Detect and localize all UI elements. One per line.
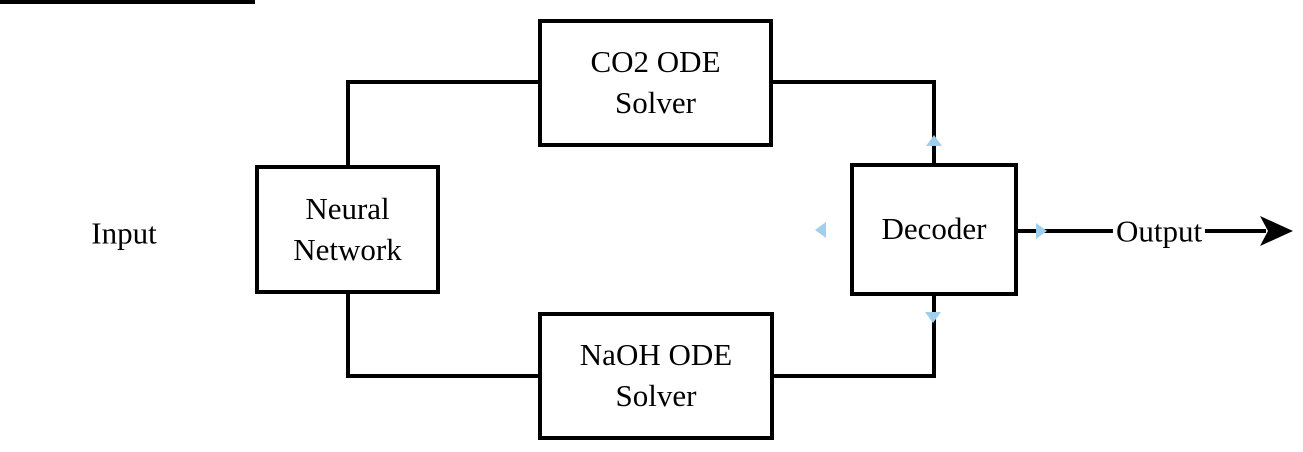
direction-right-icon[interactable] xyxy=(1036,223,1047,239)
node-decoder-label: Decoder xyxy=(881,211,987,247)
direction-left-icon[interactable] xyxy=(815,222,826,238)
node-naoh-ode-solver[interactable]: NaOH ODE Solver xyxy=(538,312,774,440)
node-neural-network-label: Neural Network xyxy=(293,190,402,267)
direction-down-icon[interactable] xyxy=(925,312,941,323)
node-decoder[interactable]: Decoder xyxy=(850,163,1018,296)
connector-naoh-decoder-horizontal[interactable] xyxy=(772,374,936,378)
edge-input[interactable] xyxy=(0,0,255,4)
output-arrowhead-icon xyxy=(1260,216,1293,246)
connector-co2-decoder-horizontal[interactable] xyxy=(771,80,936,84)
node-co2-ode-solver-label: CO2 ODE Solver xyxy=(590,44,721,120)
node-neural-network[interactable]: Neural Network xyxy=(255,165,440,294)
node-naoh-ode-solver-label: NaOH ODE Solver xyxy=(579,337,733,413)
connector-co2-decoder-vertical[interactable] xyxy=(932,80,936,165)
connector-nn-co2-vertical[interactable] xyxy=(346,80,350,167)
node-co2-ode-solver[interactable]: CO2 ODE Solver xyxy=(538,19,773,147)
connector-nn-co2-horizontal[interactable] xyxy=(346,80,538,84)
connector-naoh-decoder-vertical[interactable] xyxy=(932,294,936,378)
connector-nn-naoh-vertical[interactable] xyxy=(346,292,350,378)
edge-label-input: Input xyxy=(88,214,160,252)
edge-label-output: Output xyxy=(1112,212,1206,250)
direction-up-icon[interactable] xyxy=(926,135,942,146)
connector-nn-naoh-horizontal[interactable] xyxy=(346,374,538,378)
